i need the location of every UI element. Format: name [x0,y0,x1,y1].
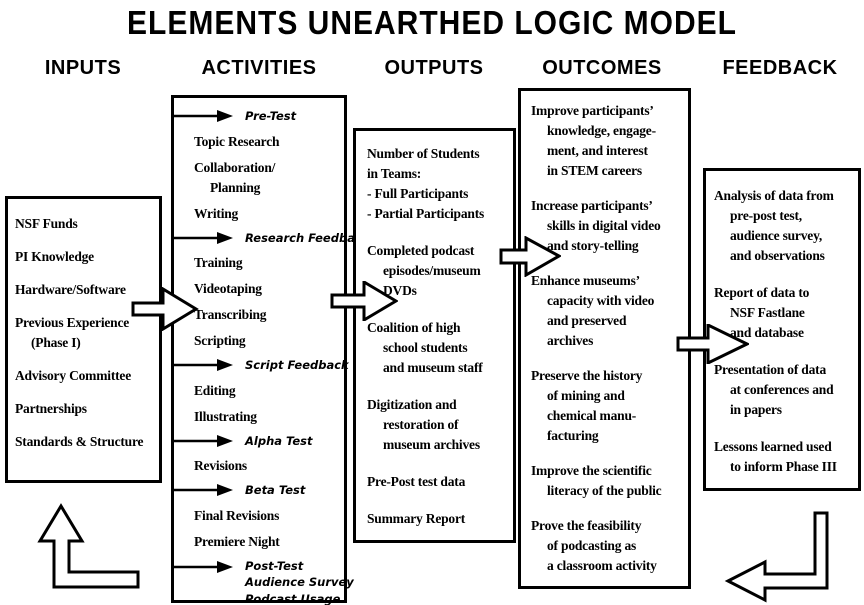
feedback-checkpoint: Research Feedback [171,230,369,247]
list-item: Hardware/Software [15,282,126,297]
list-item: Topic Research [194,133,280,149]
list-item: PI Knowledge [15,249,94,264]
column-header-feedback: FEEDBACK [722,57,838,79]
list-item: NSF Funds [15,216,78,231]
column-header-inputs: INPUTS [44,57,122,79]
list-item: Editing [194,382,236,398]
list-item: Writing [194,205,239,221]
list-item: Previous Experience(Phase I) [15,315,130,350]
feedback-arrow-icon [171,560,233,573]
arrow-outcomes-to-feedback-icon [676,324,749,364]
list-item: Training [194,255,243,270]
feedback-checkpoint-label: Script Feedback [245,358,349,372]
loop-arrow-left-from-feedback-icon [724,511,829,603]
list-item: Premiere Night [194,533,280,549]
list-item: Advisory Committee [15,368,131,383]
list-item: Revisions [194,458,247,473]
column-header-outcomes: OUTCOMES [542,57,662,79]
loop-arrow-up-to-inputs-icon [37,503,140,589]
list-item: Partnerships [15,401,87,416]
list-item: Improve participants’knowledge, engage-m… [531,103,656,178]
feedback-arrow-icon [171,231,233,244]
list-item: Illustrating [194,408,257,424]
feedback-checkpoint-label: Pre-Test [245,109,297,123]
feedback-checkpoint-label: Alpha Test [245,433,313,448]
feedback-checkpoint-label: Beta Test [245,483,306,497]
list-item: Scripting [194,333,246,348]
feedback-arrow-icon [171,434,233,447]
column-header-outputs: OUTPUTS [384,57,484,79]
feedback-checkpoint: Script Feedback [171,357,349,374]
list-item: Collaboration/Planning [194,159,276,195]
list-item: Videotaping [194,281,262,296]
page-title: ELEMENTS UNEARTHED LOGIC MODEL [126,5,737,42]
feedback-checkpoint: Alpha Test [171,433,342,450]
list-item: Standards & Structure [15,434,144,449]
arrow-inputs-to-activities-icon [131,287,199,331]
feedback-checkpoint: Pre-Test [171,108,342,125]
outcomes-box: Improve participants’knowledge, engage-m… [518,88,691,589]
feedback-checkpoint-label: Research Feedback [245,230,370,245]
feedback-arrow-icon [171,359,233,372]
arrow-outputs-to-outcomes-icon [499,236,561,277]
arrow-activities-to-outputs-icon [330,281,398,321]
feedback-checkpoint: Beta Test [171,482,342,499]
list-item: Increase participants’skills in digital … [531,198,661,253]
feedback-arrow-icon [171,484,233,497]
list-item: Final Revisions [194,507,280,523]
list-item: Summary Report [367,511,466,526]
column-header-activities: ACTIVITIES [201,57,317,79]
list-item: Transcribing [194,307,267,322]
list-item: Pre-Post test data [367,474,466,489]
feedback-arrow-icon [171,110,233,123]
